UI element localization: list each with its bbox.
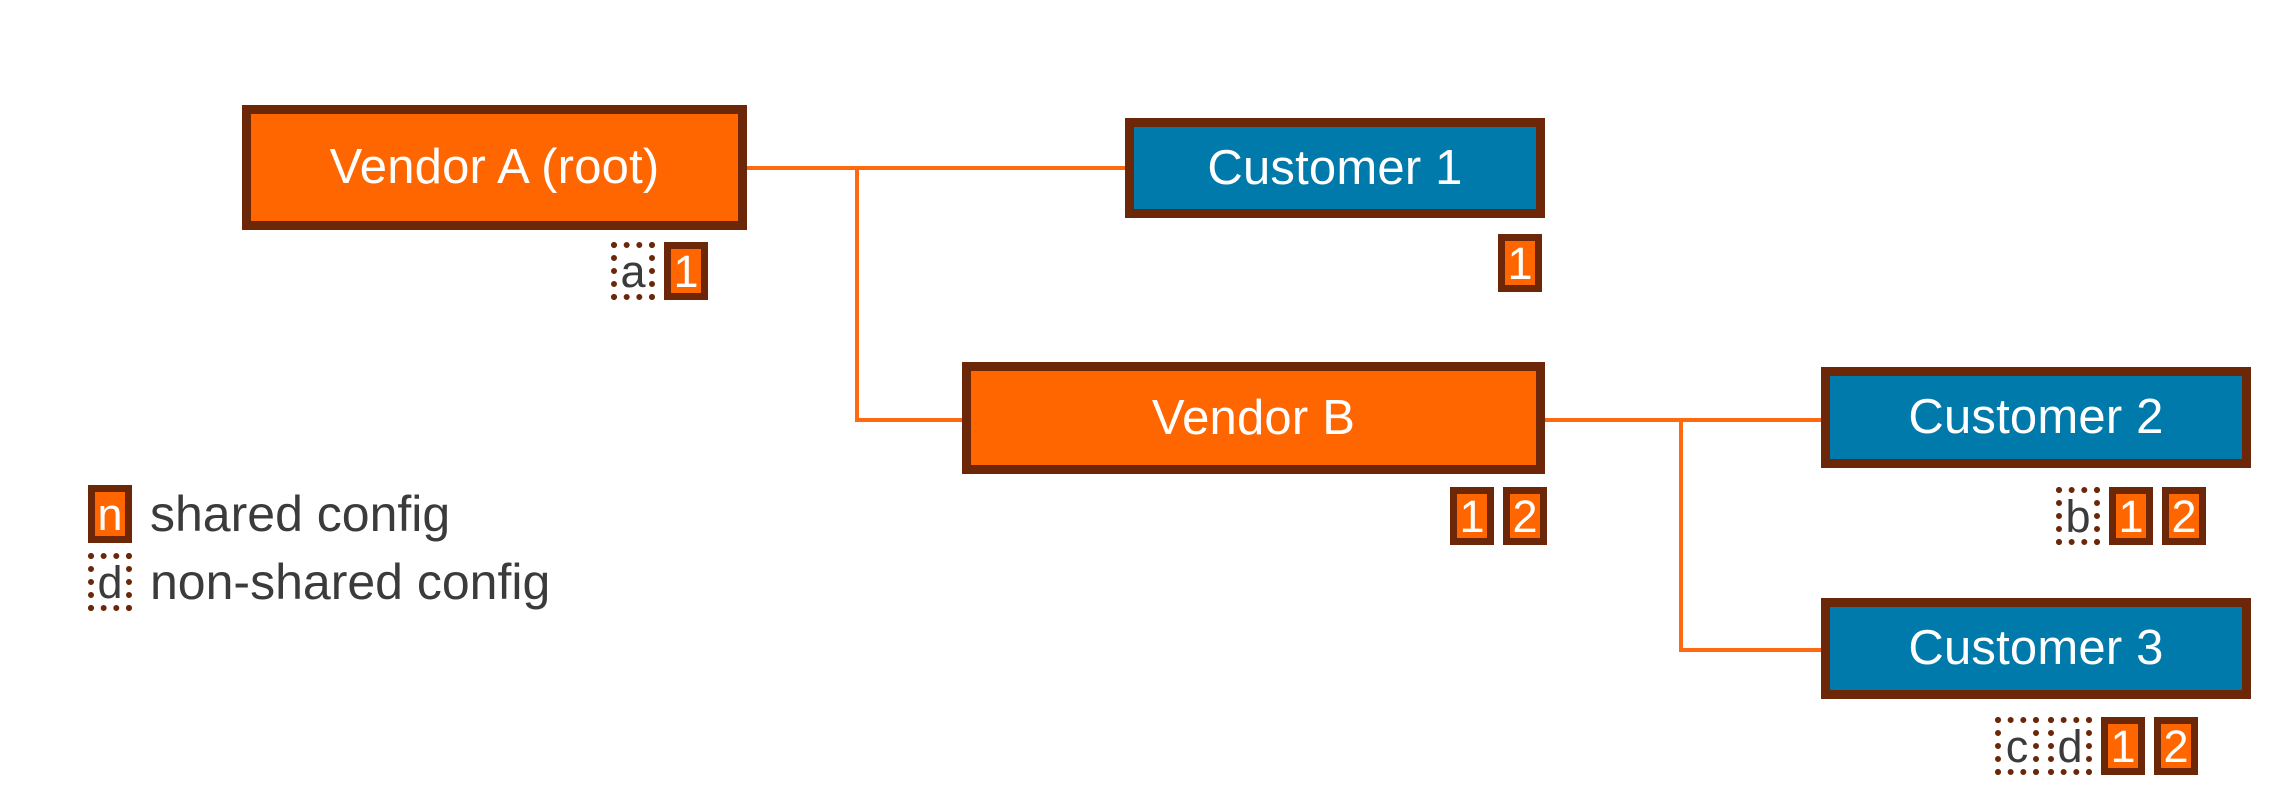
node-customer-1[interactable]: Customer 1 [1125, 118, 1545, 218]
badge-row-vendor-b: 1 2 [1450, 487, 1547, 545]
legend-badge-nonshared: d [88, 553, 132, 611]
legend-badge-shared: n [88, 485, 132, 543]
badge-row-customer-2: b 1 2 [2056, 487, 2206, 545]
legend-row-nonshared: d non-shared config [88, 548, 550, 616]
node-vendor-a[interactable]: Vendor A (root) [242, 105, 747, 230]
edge-vendor-b-branch-vertical [1679, 418, 1683, 652]
edge-vendor-b-to-customer-2 [1543, 418, 1823, 422]
badge-row-customer-3: c d 1 2 [1995, 717, 2198, 775]
node-customer-2-label: Customer 2 [1908, 390, 2164, 444]
badge-shared-2[interactable]: 2 [1503, 487, 1547, 545]
node-customer-1-label: Customer 1 [1207, 140, 1463, 195]
badge-row-customer-1: 1 [1498, 234, 1542, 292]
node-vendor-b[interactable]: Vendor B [962, 362, 1545, 474]
badge-shared-1[interactable]: 1 [1498, 234, 1542, 292]
node-vendor-b-label: Vendor B [1151, 390, 1356, 445]
node-customer-3[interactable]: Customer 3 [1821, 598, 2251, 699]
legend-label-nonshared: non-shared config [150, 554, 551, 610]
legend-label-shared: shared config [150, 486, 451, 542]
badge-shared-1[interactable]: 1 [1450, 487, 1494, 545]
badge-nonshared-a[interactable]: a [611, 242, 655, 300]
legend-row-shared: n shared config [88, 480, 550, 548]
badge-shared-1[interactable]: 1 [664, 242, 708, 300]
edge-vendor-a-to-customer-1 [745, 166, 1127, 170]
node-vendor-a-label: Vendor A (root) [329, 140, 660, 194]
badge-shared-2[interactable]: 2 [2154, 717, 2198, 775]
badge-shared-2[interactable]: 2 [2162, 487, 2206, 545]
node-customer-3-label: Customer 3 [1908, 621, 2164, 675]
edge-vendor-a-to-vendor-b [855, 418, 965, 422]
badge-nonshared-c[interactable]: c [1995, 717, 2039, 775]
edge-vendor-a-branch-vertical [855, 166, 859, 420]
badge-nonshared-d[interactable]: d [2048, 717, 2092, 775]
badge-shared-1[interactable]: 1 [2109, 487, 2153, 545]
legend: n shared config d non-shared config [88, 480, 550, 616]
badge-nonshared-b[interactable]: b [2056, 487, 2100, 545]
node-customer-2[interactable]: Customer 2 [1821, 367, 2251, 468]
edge-vendor-b-to-customer-3 [1679, 648, 1823, 652]
badge-row-vendor-a: a 1 [611, 242, 708, 300]
badge-shared-1[interactable]: 1 [2101, 717, 2145, 775]
